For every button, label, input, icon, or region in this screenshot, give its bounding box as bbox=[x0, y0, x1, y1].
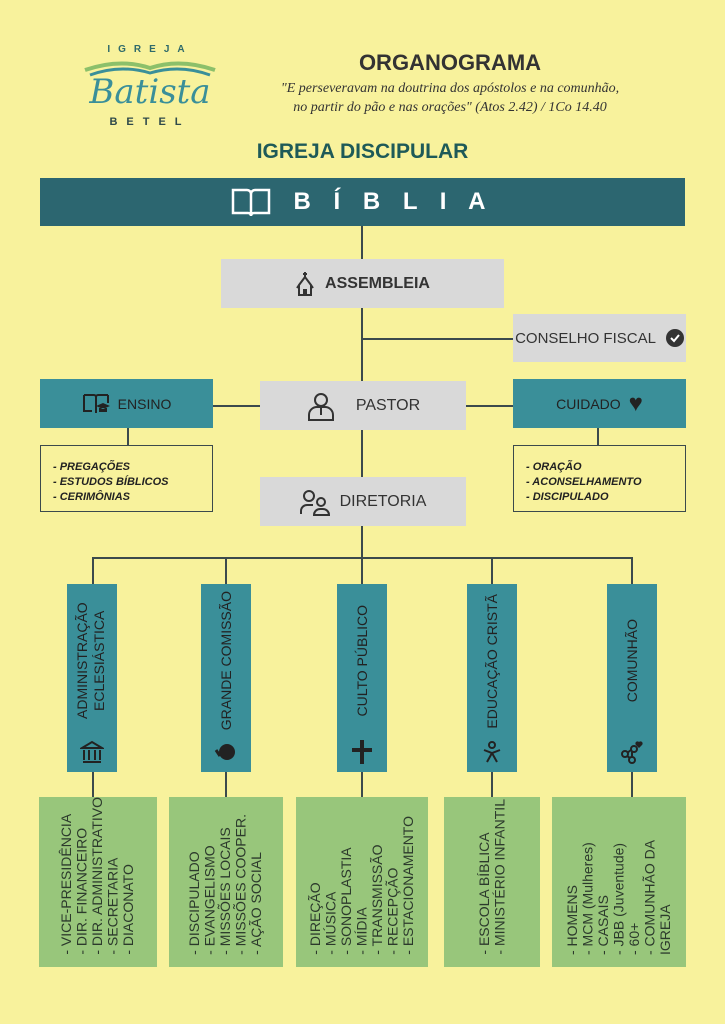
conselho-fiscal-box: CONSELHO FISCAL bbox=[513, 314, 686, 362]
cuidado-list: - ORAÇÃO - ACONSELHAMENTO - DISCIPULADO bbox=[513, 445, 686, 512]
network-heart-icon bbox=[621, 741, 643, 764]
column-culto-publico: CULTO PÚBLICO bbox=[337, 584, 387, 772]
list-administracao: - VICE-PRESIDÊNCIA- DIR. FINANCEIRO- DIR… bbox=[39, 797, 157, 967]
ensino-list: - PREGAÇÕES - ESTUDOS BÍBLICOS - CERIMÔN… bbox=[40, 445, 213, 512]
check-circle-icon bbox=[665, 329, 684, 347]
list-grande-comissao: - DISCIPULADO- EVANGELISMO- MISSÕES LOCA… bbox=[169, 797, 283, 967]
list-educacao-crista: - ESCOLA BÍBLICA- MINISTÉRIO INFANTIL bbox=[444, 797, 540, 967]
open-book-icon bbox=[232, 188, 271, 217]
book-graduation-icon bbox=[82, 393, 110, 413]
open-book-logo-icon bbox=[84, 61, 216, 77]
pastor-box: PASTOR bbox=[260, 381, 466, 430]
people-icon bbox=[299, 489, 330, 516]
cuidado-box: CUIDADO ♥ bbox=[513, 379, 686, 428]
building-icon bbox=[80, 740, 104, 763]
column-grande-comissao: GRANDE COMISSÃO bbox=[201, 584, 251, 772]
bible-quote: "E perseveravam na doutrina dos apóstolo… bbox=[280, 81, 620, 115]
diretoria-box: DIRETORIA bbox=[260, 477, 466, 526]
cross-icon bbox=[352, 740, 372, 764]
ensino-box: ENSINO bbox=[40, 379, 213, 428]
globe-hand-icon bbox=[214, 744, 235, 760]
person-icon bbox=[307, 392, 334, 421]
page-title: ORGANOGRAMA bbox=[358, 50, 542, 75]
column-comunhao: COMUNHÃO bbox=[607, 584, 657, 772]
child-icon bbox=[483, 741, 501, 763]
column-administracao: ADMINISTRAÇÃO ECLESIÁSTICA bbox=[67, 584, 117, 772]
biblia-bar: B Í B L I A bbox=[40, 178, 685, 226]
heart-icon: ♥ bbox=[628, 389, 643, 417]
list-culto-publico: - DIREÇÃO- MÚSICA- SONOPLASTIA- MÍDIA- T… bbox=[296, 797, 428, 967]
church-logo: IGREJA Batista BETEL bbox=[80, 44, 220, 130]
subtitle: IGREJA DISCIPULAR bbox=[256, 140, 469, 163]
assembleia-box: ASSEMBLEIA bbox=[221, 259, 504, 308]
church-icon bbox=[296, 271, 314, 296]
list-comunhao: - HOMENS- MCM (Mulheres)- CASAIS- JBB (J… bbox=[552, 797, 686, 967]
column-educacao-crista: EDUCAÇÃO CRISTÃ bbox=[467, 584, 517, 772]
